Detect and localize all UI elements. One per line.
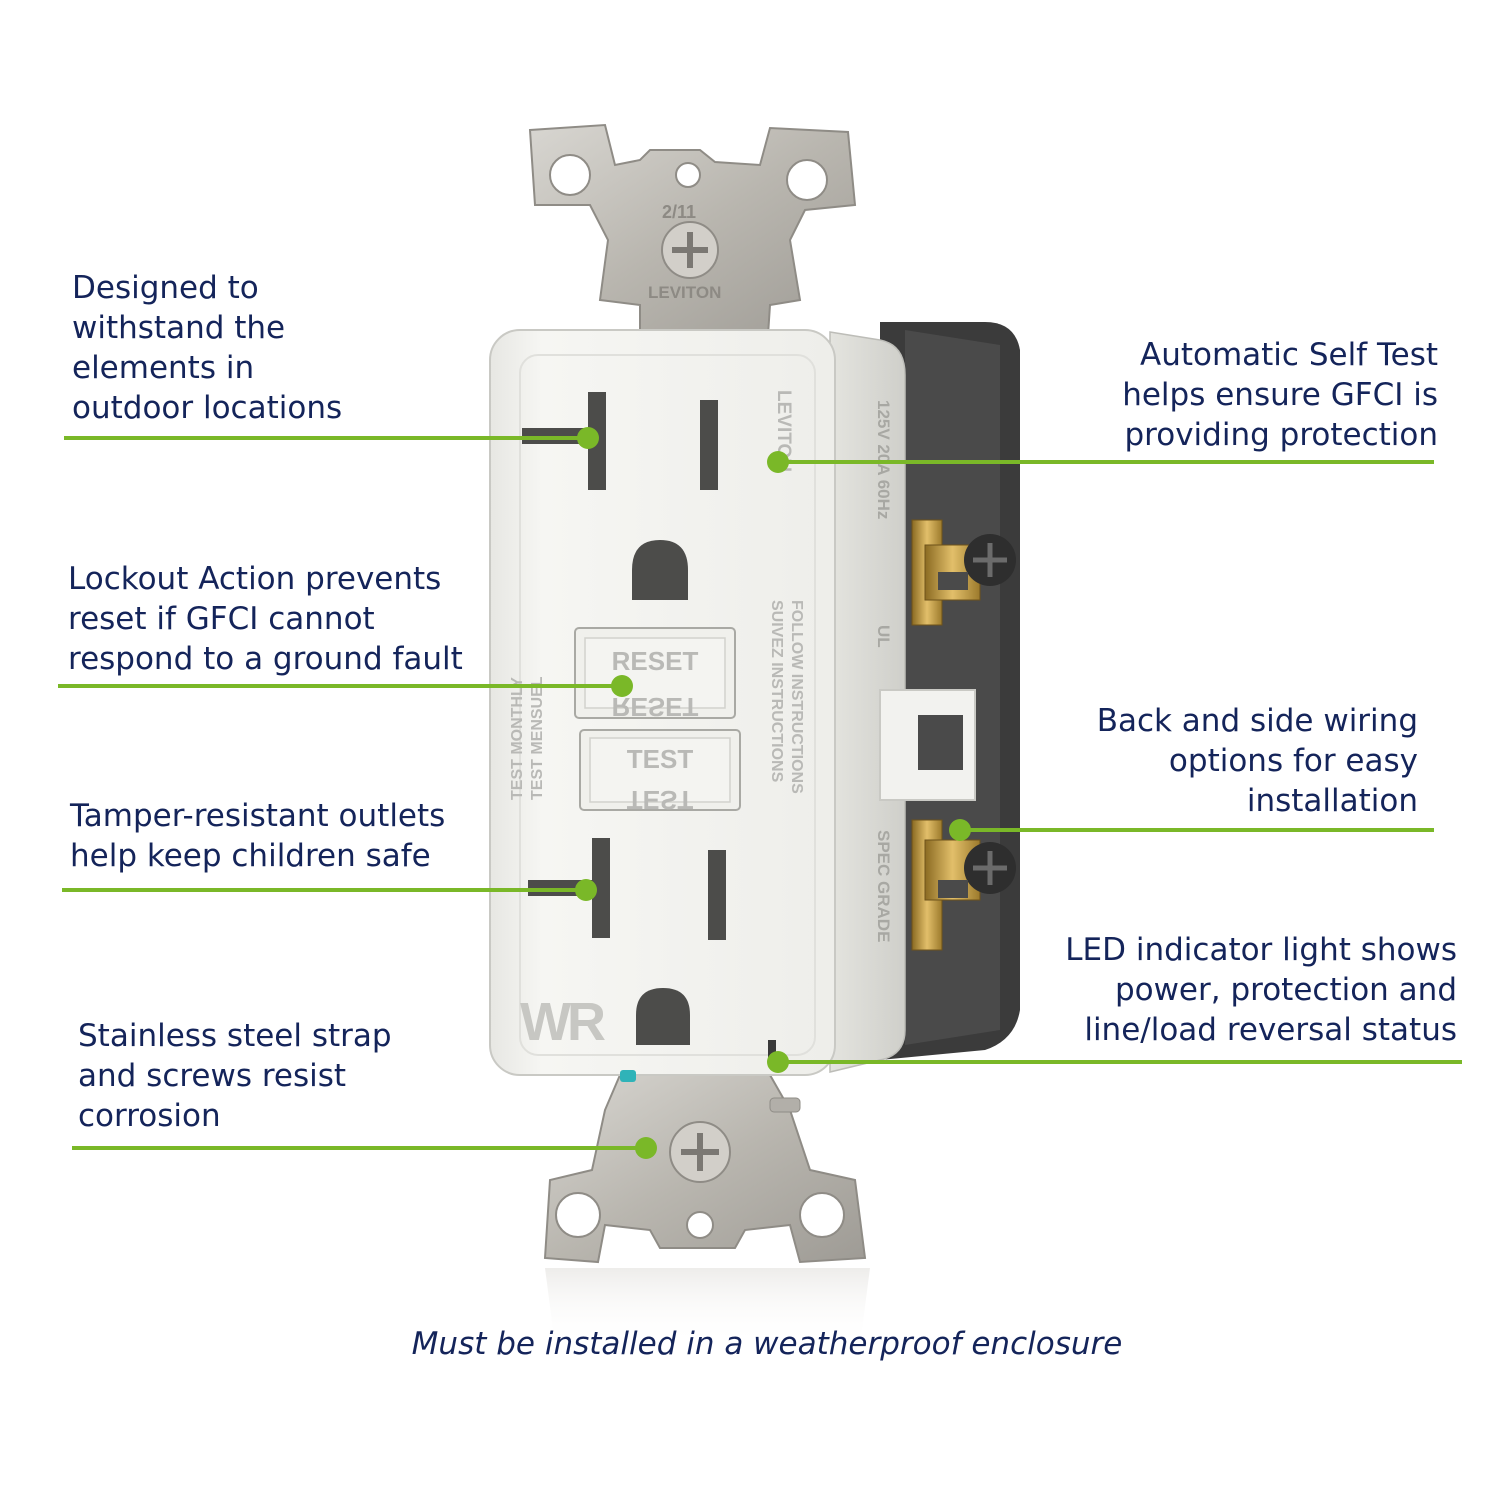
leader-dot-weather [577,427,599,449]
suivez-instructions-text: SUIVEZ INSTRUCTIONS [768,600,785,783]
ul-mark: UL [874,625,893,648]
follow-instructions-text: FOLLOW INSTRUCTIONS [788,600,805,794]
callout-led: LED indicator light shows power, protect… [1065,932,1457,1048]
upper-side-terminal [911,519,1016,626]
side-wiring-slot [879,689,976,801]
bottom-strap [543,1074,867,1264]
callout-lockout: Lockout Action prevents reset if GFCI ca… [68,561,463,677]
test-button: TEST TEST [579,729,741,815]
housing-side [829,331,906,1073]
reset-label-mirrored: RESET [612,692,699,722]
leader-dot-lockout [611,675,633,697]
leader-lines [58,427,1462,1159]
test-mensuel-text: TEST MENSUEL [529,676,546,800]
callout-self-test: Automatic Self Test helps ensure GFCI is… [1122,337,1438,453]
callout-tamper: Tamper-resistant outlets help keep child… [70,798,446,874]
strap-date-text: 2/11 [662,202,696,222]
reset-label: RESET [612,646,699,676]
reset-button: RESET RESET [574,627,736,722]
leader-dot-self-test [767,451,789,473]
strap-reflection [545,1268,870,1345]
callout-strap: Stainless steel strap and screws resist … [78,1018,392,1134]
lower-side-terminal [911,819,1016,951]
leader-dot-wiring [949,819,971,841]
wr-logo: WR [520,992,605,1052]
footnote: Must be installed in a weatherproof encl… [411,1326,1123,1362]
rating-text: 125V 20A 60Hz [874,400,893,519]
spec-grade-text: SPEC GRADE [874,830,893,942]
led-indicator [620,1070,636,1082]
callout-wiring: Back and side wiring options for easy in… [1096,703,1418,819]
leader-dot-led [767,1051,789,1073]
strap-brand-text: LEVITON [648,283,721,302]
test-label: TEST [627,744,694,774]
callout-weather: Designed to withstand the elements in ou… [72,270,343,426]
test-monthly-text: TEST MONTHLY [509,677,526,800]
top-strap: 2/11 LEVITON [528,123,857,336]
leader-dot-tamper [575,879,597,901]
leader-dot-strap [635,1137,657,1159]
led-window [768,1040,776,1058]
test-label-mirrored: TEST [627,785,694,815]
